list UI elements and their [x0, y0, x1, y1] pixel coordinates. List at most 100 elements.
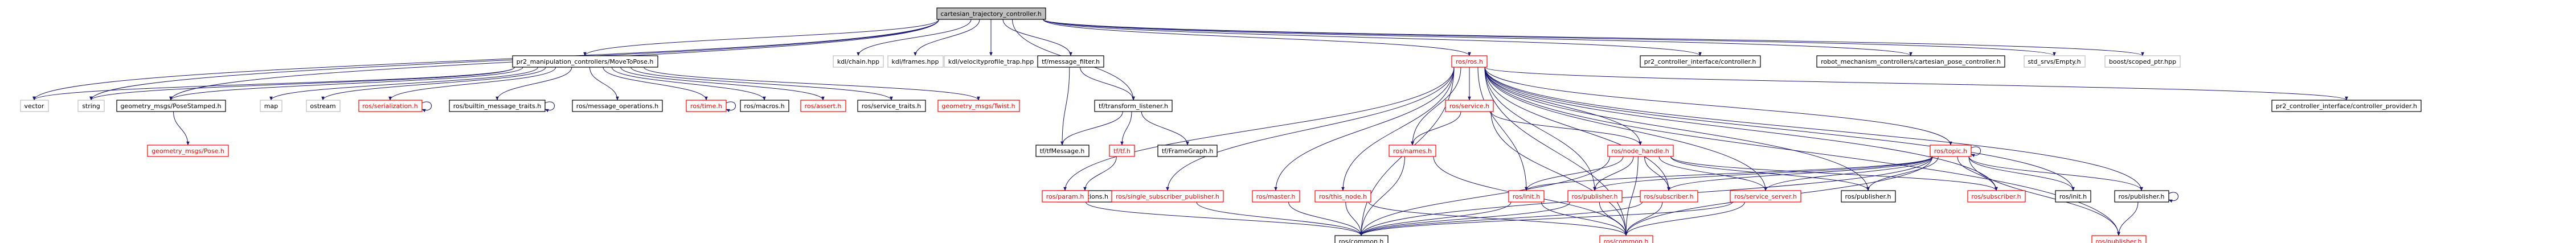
node-tfmf[interactable]: tf/message_filter.h: [1037, 55, 1104, 68]
edge-root-to-pr2ctrlif: [1043, 19, 1702, 56]
node-rossvcserver[interactable]: ros/service_server.h: [1730, 190, 1801, 203]
node-boost[interactable]: boost/scoped_ptr.hpp: [2104, 55, 2181, 68]
edge-rosros-to-rosnames: [1411, 67, 1461, 146]
node-rosnames[interactable]: ros/names.h: [1389, 145, 1436, 157]
node-box: [2104, 55, 2181, 68]
node-label: ros/assert.h: [805, 102, 842, 110]
node-box: [1334, 235, 1389, 243]
node-rossspub[interactable]: ros/single_subscriber_publisher.h: [1111, 190, 1224, 203]
node-rosmacros[interactable]: ros/macros.h: [740, 100, 789, 112]
node-rosservice[interactable]: ros/service.h: [1445, 100, 1494, 112]
node-geopose[interactable]: geometry_msgs/Pose.h: [147, 145, 229, 157]
node-box: [512, 55, 658, 68]
node-roscommonB[interactable]: ros/common.h: [1599, 235, 1653, 243]
node-kdlvel[interactable]: kdl/velocityprofile_trap.hpp: [944, 55, 1038, 68]
node-box: [1599, 235, 1653, 243]
node-geotwist[interactable]: geometry_msgs/Twist.h: [937, 100, 1020, 112]
node-box: [887, 55, 944, 68]
edge-tftl-to-tftfmsg: [1060, 111, 1123, 146]
edge-rosnh-to-roscommonA: [1359, 156, 1610, 236]
node-box: [740, 100, 789, 112]
node-robmech[interactable]: robot_mechanism_controllers/cartesian_po…: [1816, 55, 2005, 68]
node-rospubA[interactable]: ros/publisher.h: [1567, 190, 1623, 203]
node-label: robot_mechanism_controllers/cartesian_po…: [1821, 58, 2001, 65]
node-stdsrvs[interactable]: std_srvs/Empty.h: [2024, 55, 2086, 68]
node-box: [116, 100, 226, 112]
node-rosparam[interactable]: ros/param.h: [1042, 190, 1089, 203]
edge-rossubA-to-roscommonB: [1624, 201, 1663, 236]
node-box: [1035, 145, 1090, 157]
node-box: [77, 100, 105, 112]
node-tfframegraph[interactable]: tf/FrameGraph.h: [1157, 145, 1218, 157]
edge-rosservice-to-roscommonB: [1490, 111, 1628, 236]
node-label: boost/scoped_ptr.hpp: [2109, 58, 2176, 65]
node-label: ros/publisher.h: [1572, 193, 1618, 200]
node-box: [20, 100, 49, 112]
node-roscommonA[interactable]: ros/common.h: [1334, 235, 1389, 243]
node-kdlframes[interactable]: kdl/frames.hpp: [887, 55, 944, 68]
edge-rosros-to-rosnh: [1484, 67, 1642, 146]
node-pr2ctrlif[interactable]: pr2_controller_interface/controller.h: [1640, 55, 1761, 68]
node-rosinitB[interactable]: ros/init.h: [2055, 190, 2091, 203]
node-label: tf/tf.h: [1113, 147, 1131, 155]
node-rosmsgops[interactable]: ros/message_operations.h: [572, 100, 663, 112]
node-label: vector: [24, 102, 44, 110]
node-string[interactable]: string: [77, 100, 105, 112]
node-box: [572, 100, 663, 112]
edge-rostopic-to-rosinit: [1525, 156, 1933, 191]
node-rosros[interactable]: ros/ros.h: [1451, 55, 1488, 68]
edge-rostopic-to-rospubB: [1866, 156, 1939, 191]
node-rosser[interactable]: ros/serialization.h: [358, 100, 423, 112]
node-rospubD[interactable]: ros/publisher.h: [2091, 235, 2147, 243]
edge-rosnh-to-rossubA: [1644, 156, 1670, 191]
node-label: pr2_controller_interface/controller.h: [1644, 58, 1756, 65]
node-rostopic[interactable]: ros/topic.h: [1930, 145, 1972, 157]
node-map[interactable]: map: [260, 100, 282, 112]
node-geoposestamped[interactable]: geometry_msgs/PoseStamped.h: [116, 100, 226, 112]
node-pr2mv[interactable]: pr2_manipulation_controllers/MoveToPose.…: [512, 55, 658, 68]
node-rosinit[interactable]: ros/init.h: [1508, 190, 1545, 203]
node-rospubB[interactable]: ros/publisher.h: [1841, 190, 1896, 203]
node-tftf[interactable]: tf/tf.h: [1109, 145, 1135, 157]
node-box: [1445, 100, 1494, 112]
node-vector[interactable]: vector: [20, 100, 49, 112]
node-box: [1841, 190, 1896, 203]
node-label: tf/transform_listener.h: [1099, 102, 1168, 110]
node-box: [1094, 100, 1173, 112]
edge-rosros-to-rossvcserver: [1484, 67, 1767, 191]
node-root[interactable]: cartesian_trajectory_controller.h: [936, 7, 1046, 20]
node-box: [2091, 235, 2147, 243]
node-rossubA[interactable]: ros/subscriber.h: [1640, 190, 1698, 203]
edge-rosros-to-rossubB: [1484, 67, 1998, 191]
edge-rospubC-to-rospubC: [2168, 192, 2178, 203]
edge-rosros-to-rostopic: [1484, 67, 1952, 146]
edge-rossvcserver-to-roscommonA: [1359, 201, 1733, 236]
node-rossubB[interactable]: ros/subscriber.h: [1967, 190, 2026, 203]
node-label: string: [82, 102, 100, 110]
node-rospubC[interactable]: ros/publisher.h: [2114, 190, 2169, 203]
node-label: ros/master.h: [1256, 193, 1296, 200]
node-ostream[interactable]: ostream: [306, 100, 341, 112]
node-tftfmsg[interactable]: tf/tfMessage.h: [1035, 145, 1090, 157]
node-label: geometry_msgs/Twist.h: [941, 102, 1015, 110]
edge-pr2mv-to-vector: [32, 67, 515, 101]
node-rosmaster[interactable]: ros/master.h: [1252, 190, 1300, 203]
node-rosassert[interactable]: ros/assert.h: [800, 100, 846, 112]
node-pr2cp[interactable]: pr2_controller_interface/controller_prov…: [2271, 100, 2422, 112]
node-box: [306, 100, 341, 112]
edge-pr2mv-to-geoposestamped: [169, 67, 523, 101]
node-rosnh[interactable]: ros/node_handle.h: [1607, 145, 1674, 157]
edge-rosservice-to-rosnames: [1411, 111, 1461, 146]
node-rossvctr[interactable]: ros/service_traits.h: [857, 100, 926, 112]
node-rostime[interactable]: ros/time.h: [686, 100, 727, 112]
node-label: std_srvs/Empty.h: [2028, 58, 2081, 65]
node-rosbmt[interactable]: ros/builtin_message_traits.h: [449, 100, 546, 112]
node-label: tf/message_filter.h: [1042, 58, 1100, 65]
node-kdlchain[interactable]: kdl/chain.hpp: [833, 55, 884, 68]
node-rosthisnode[interactable]: ros/this_node.h: [1314, 190, 1371, 203]
edge-tfmf-to-tftl: [1080, 67, 1135, 101]
edge-rosros-to-rosmaster: [1274, 67, 1455, 191]
node-label: geometry_msgs/PoseStamped.h: [120, 102, 221, 110]
node-tftl[interactable]: tf/transform_listener.h: [1094, 100, 1173, 112]
edge-rosros-to-rosparam: [1063, 67, 1455, 191]
